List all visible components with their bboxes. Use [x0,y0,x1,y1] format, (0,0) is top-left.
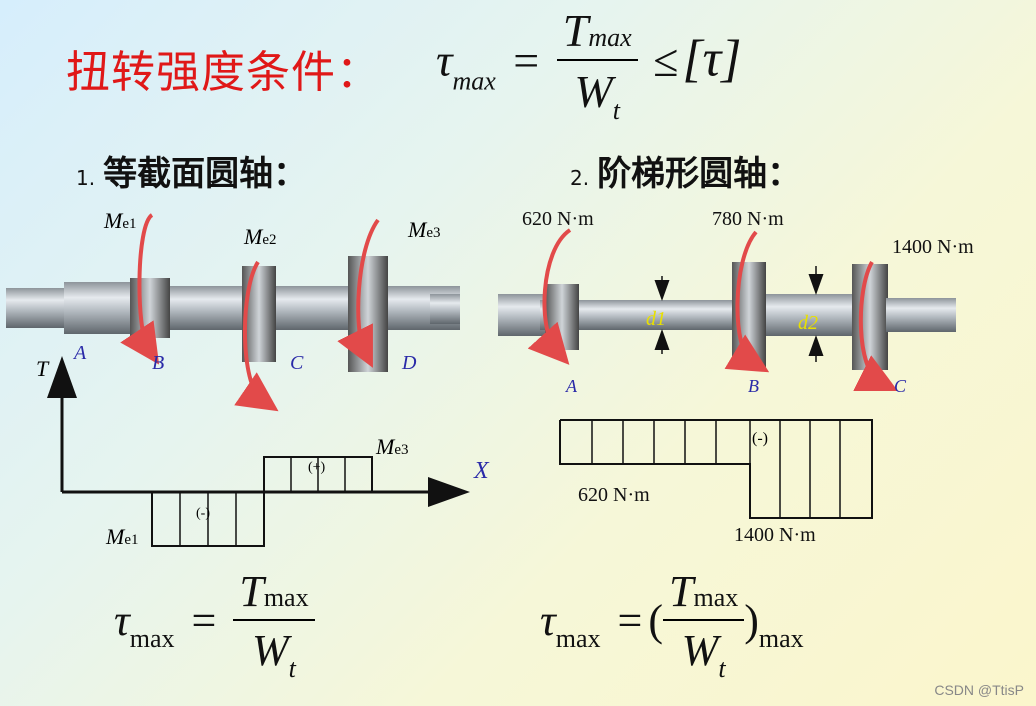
positive-sign: (+) [308,460,326,475]
gear-b [130,278,170,338]
f1-tau: τ [114,596,130,646]
f2-eq: = [617,596,643,646]
label-me3: Me3 [408,217,441,242]
shaft1-end-d [430,294,460,324]
section2-title: 阶梯形圆轴： [597,154,802,194]
strength-condition-formula: τmax = Tmax Wt ≤[τ] [436,4,742,126]
formula-den-sub: t [612,96,620,125]
f2-fraction: Tmax Wt [663,566,745,684]
f2-rparen: ) [744,596,759,646]
torque-arrow-b [120,213,160,365]
section1-number: 1. [76,166,96,190]
formula-num: T [562,5,589,56]
stepped-shaft [498,228,956,391]
diagram2-low-value: 620 N·m [578,484,650,506]
label-d: D [402,352,417,374]
formula-rhs: [τ] [682,30,742,88]
torque-arrow-c [234,260,279,412]
gear-c [242,266,276,362]
label-c2: C [894,376,907,396]
label-me2: Me2 [244,224,277,249]
f1-eq: = [191,596,217,646]
uniform-shaft [6,213,460,412]
torque-arrow-a2 [527,228,572,365]
label-b: B [152,352,165,374]
negative-sign: (-) [196,506,210,521]
torque-c-value: 1400 N·m [892,236,974,258]
gear-d [348,256,388,372]
d2-label: d2 [798,312,818,334]
f2-lparen: ( [648,596,663,646]
label-c: C [290,352,304,374]
shaft1-segment-ab [64,282,134,334]
torque-arrow-c2 [853,261,898,391]
torque-a-value: 620 N·m [522,208,594,230]
f2-rparen-sub: max [758,624,804,654]
x-axis-label: X [474,458,489,484]
formula-fraction: Tmax Wt [556,4,638,126]
strength-condition-title: 扭转强度条件： [66,47,381,98]
formula-tau: τ [436,34,453,86]
formula-uniform-shaft: τmax = Tmax Wt [114,566,315,684]
diagram2-high-value: 1400 N·m [734,524,816,546]
watermark: CSDN @TtisP [934,682,1024,698]
section2-heading: 2. 阶梯形圆轴： [570,146,801,195]
formula-stepped-shaft: τmax =( Tmax Wt )max [540,566,804,684]
formula-eq: = [513,34,540,86]
stepped-torque-outline [559,419,873,519]
section1-heading: 1. 等截面圆轴： [76,146,307,195]
section2-number: 2. [570,166,590,190]
diagram-me3: Me3 [376,434,409,459]
f1-tau-sub: max [129,624,175,654]
torque-b-value: 780 N·m [712,208,784,230]
label-a2: A [566,376,577,396]
section1-title: 等截面圆轴： [103,154,308,194]
torque-arrow-d [337,218,380,368]
shaft1-body [130,286,460,330]
gear-c2 [852,264,888,370]
formula-rel: ≤ [653,34,679,86]
shaft2-end-c [886,298,956,332]
shaft1-end-a [6,288,66,328]
f2-tau-sub: max [555,624,601,654]
f1-fraction: Tmax Wt [233,566,315,684]
label-a: A [74,342,87,364]
torque-diagram-1 [47,356,470,547]
label-me1: Me1 [104,208,137,233]
formula-tau-sub: max [452,66,496,96]
negative-sign-2: (-) [752,430,768,447]
formula-num-sub: max [588,23,632,52]
label-b2: B [748,376,759,396]
torque-arrow-b2 [724,230,770,373]
f2-tau: τ [540,596,556,646]
torque-diagram-2 [559,419,873,519]
formula-den: W [574,66,613,117]
t-axis-label: T [36,356,49,381]
d1-label: d1 [646,308,666,330]
diagram-me1: Me1 [106,524,139,549]
